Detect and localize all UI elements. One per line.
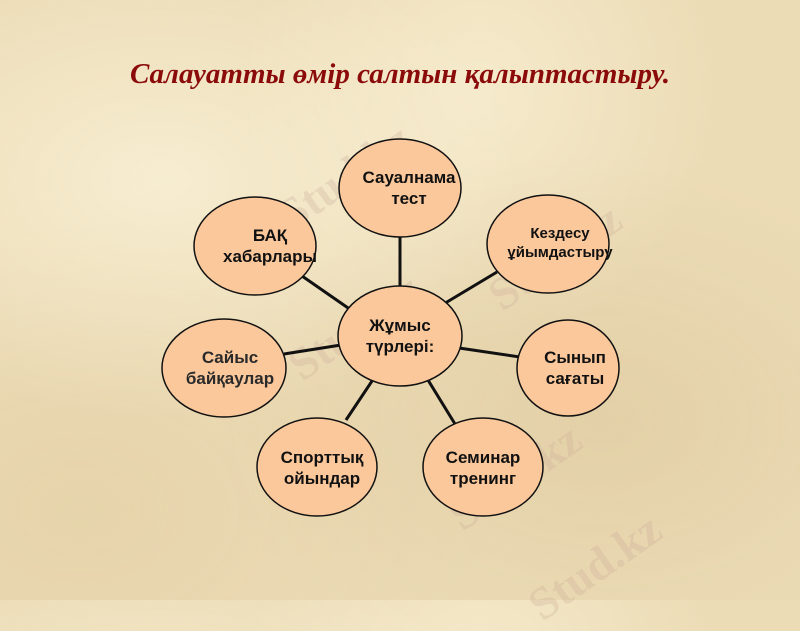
node-seminar-training: Семинар тренинг [445, 447, 521, 488]
center-node-work-types: Жұмыс түрлері: [365, 315, 435, 356]
node-media-news: БАҚ хабарлары [223, 225, 317, 266]
node-meeting-organize: Кездесу ұйымдастыру [507, 225, 613, 261]
node-ellipse [516, 319, 620, 417]
connector-line [441, 270, 498, 307]
connector-line [283, 343, 342, 356]
diagram-connectors [161, 138, 620, 517]
node-ellipse [193, 196, 317, 296]
node-ellipse [422, 417, 544, 517]
node-ellipse [338, 138, 462, 238]
node-ellipse [256, 417, 378, 517]
connector-line [301, 274, 352, 312]
node-ellipse [486, 194, 610, 294]
node-competitions: Сайыс байқаулар [185, 347, 275, 388]
node-class-hour: Сынып сағаты [544, 347, 606, 388]
node-survey-test: Сауалнама тест [362, 167, 456, 208]
connector-line [344, 380, 374, 421]
node-ellipse [161, 318, 287, 418]
page-title: Салауатты өмір салтын қалыптастыру. [130, 58, 670, 90]
node-sports-games: Спорттық ойындар [280, 447, 364, 488]
connector-line [458, 346, 521, 359]
connector-line [426, 379, 457, 425]
center-ellipse [337, 285, 463, 387]
